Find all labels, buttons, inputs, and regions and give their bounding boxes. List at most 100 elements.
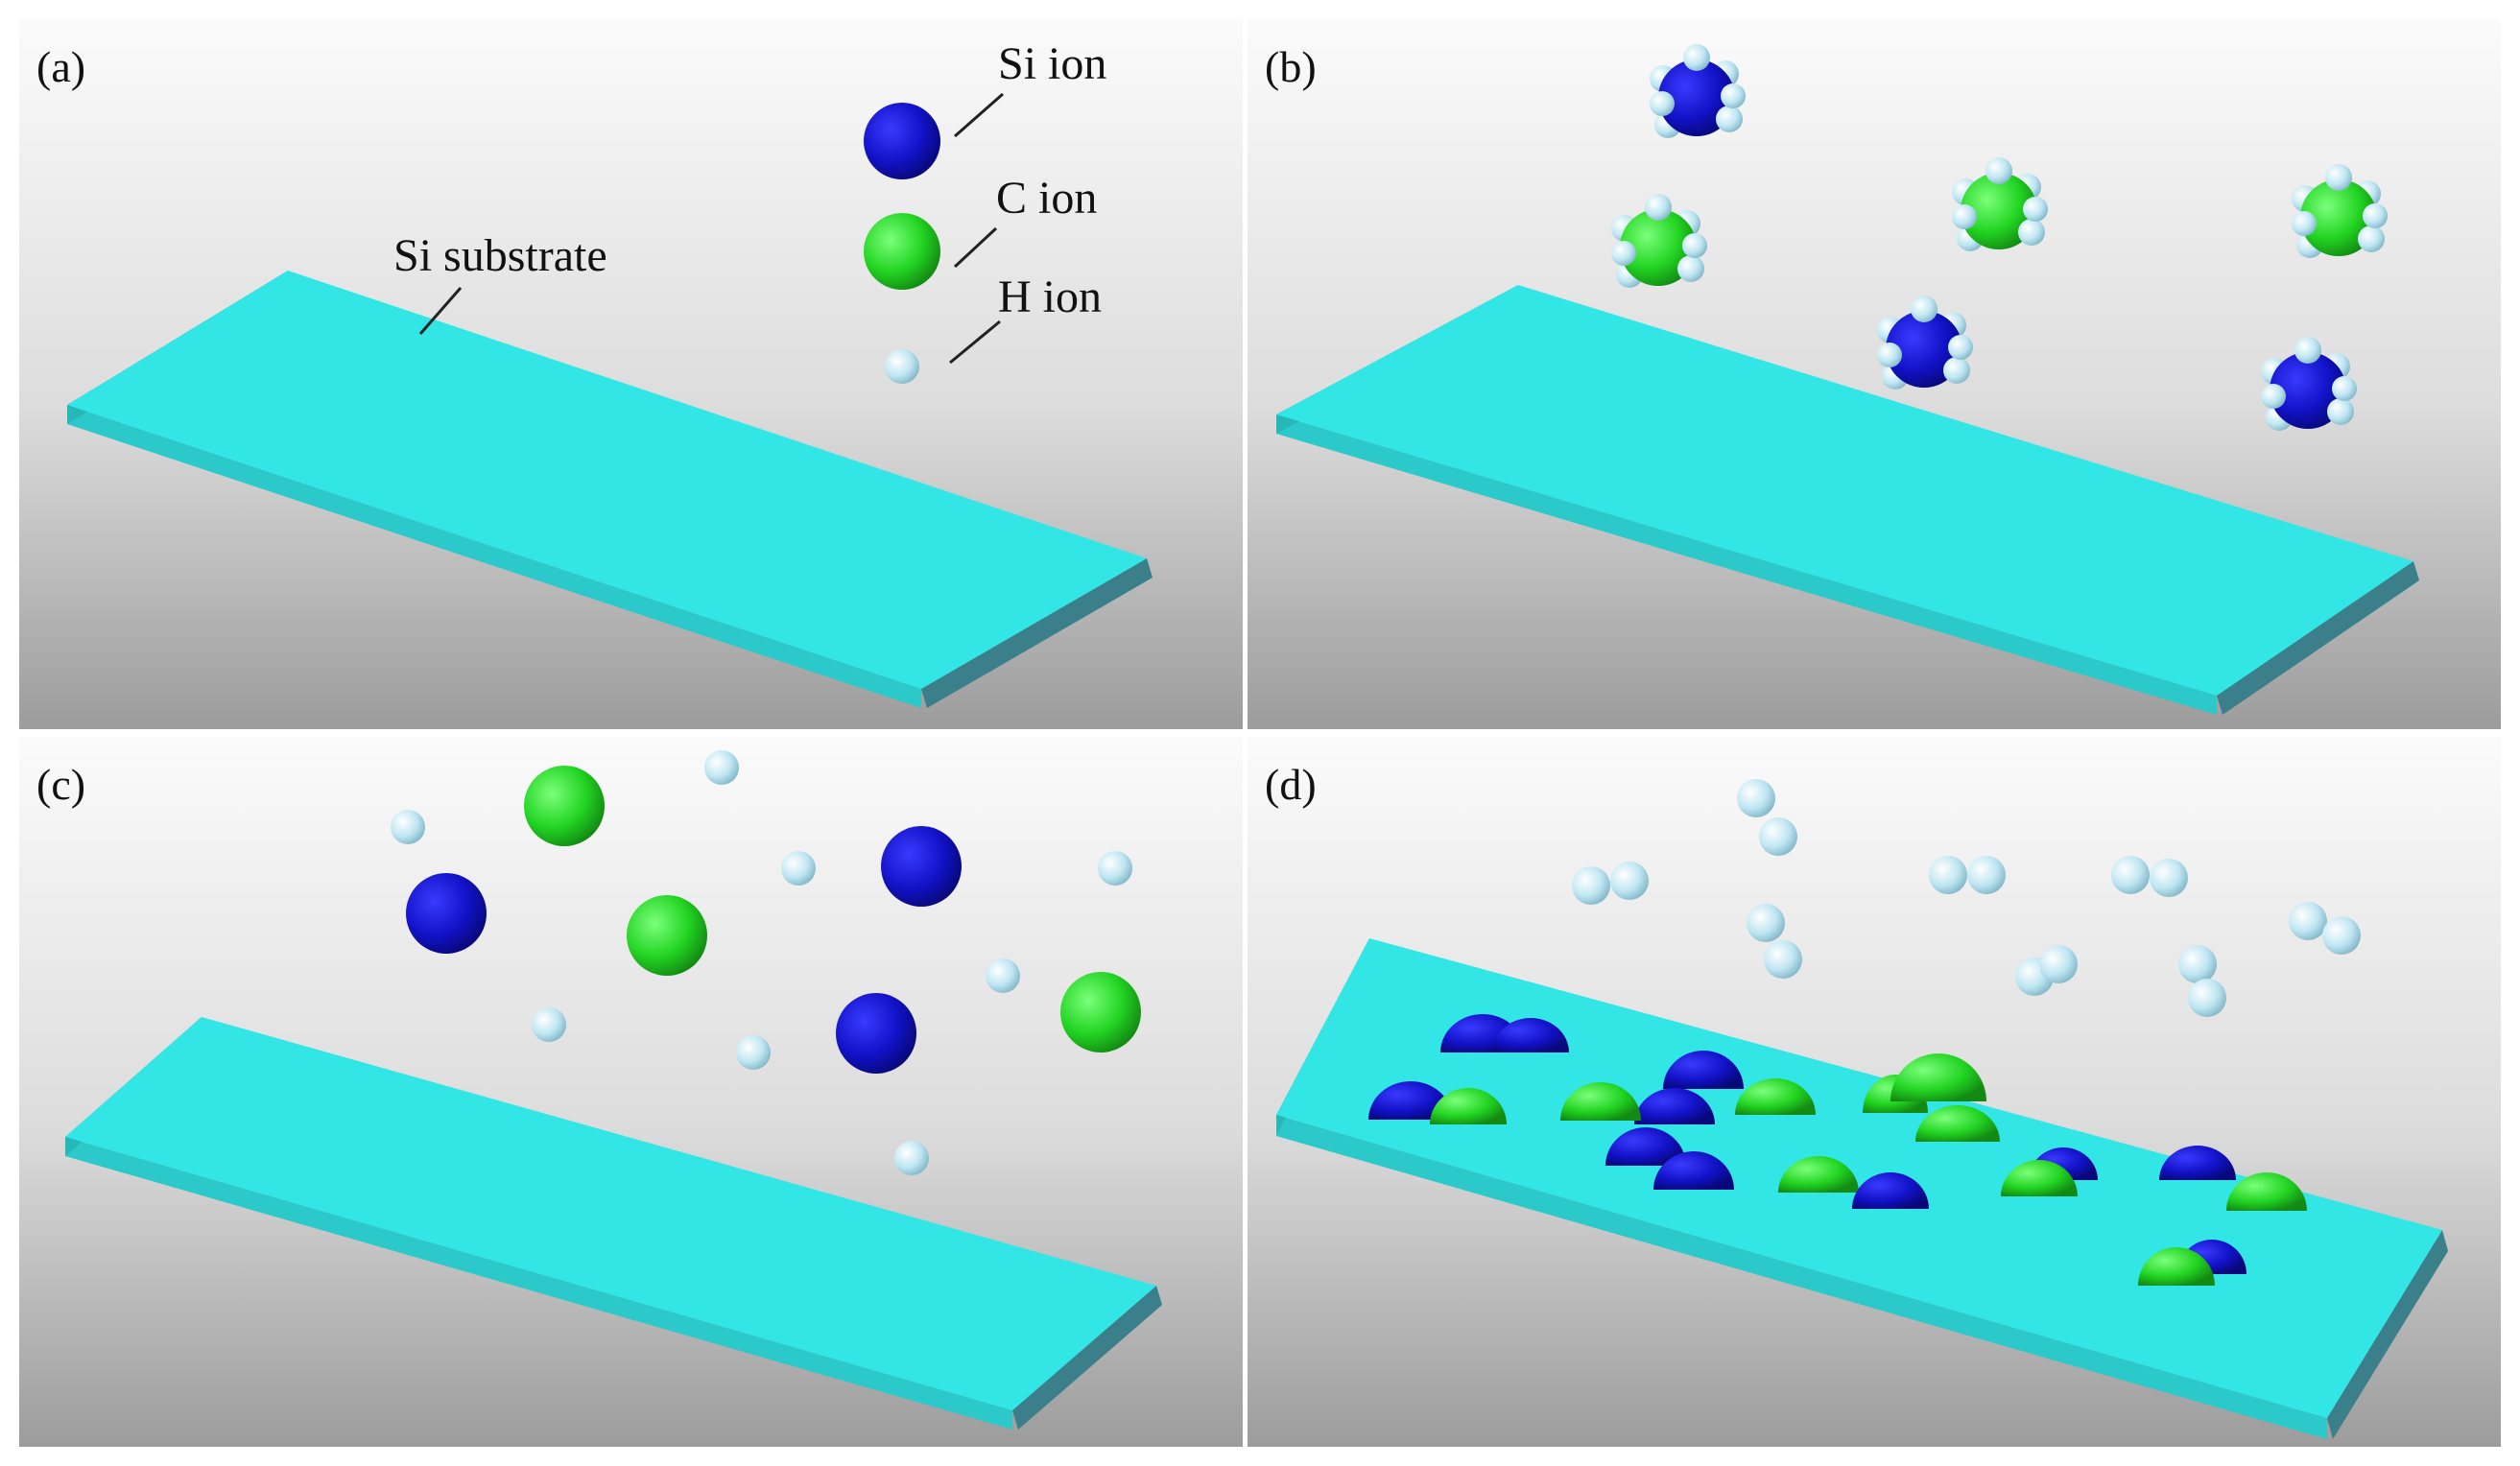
substrate-c-front-face (65, 1137, 1012, 1430)
ch4-molecule-2-h-atom-right (2023, 197, 2048, 222)
h2-molecule-4-atom-a (2111, 856, 2150, 894)
substrate-c-end-face (1012, 1286, 1162, 1430)
ch4-molecule-1-h-atom-right (1682, 233, 1707, 258)
sih4-molecule-2-h-atom-right (1948, 335, 1973, 360)
panel-c-label: (c) (36, 760, 85, 809)
substrate-annotation: Si substrate (393, 230, 607, 281)
substrate-a (67, 271, 1153, 708)
sih4-molecule-3-h-atom-front-0 (2327, 398, 2354, 425)
h2-molecule-2-atom-b (1610, 862, 1649, 900)
h2-molecule-1-atom-a (1737, 779, 1775, 817)
substrate-d (1276, 938, 2448, 1439)
substrate-a-top-face (67, 271, 1147, 689)
ch4-molecule-1-h-atom-left (1611, 241, 1636, 266)
ch4-molecule-3-h-atom-front-1 (2325, 164, 2352, 191)
ch4-molecule-3-h-atom-right (2363, 203, 2388, 228)
h2-molecule-5-atom-a (1747, 904, 1785, 942)
ch4-molecule-2-core (1961, 173, 2037, 249)
deposited-c-ion-11 (1915, 1105, 2000, 1142)
ch4-molecule-2-h-atom-front-0 (2018, 219, 2045, 246)
ch4-molecule-2-h-atom-left (1952, 204, 1977, 229)
deposited-si-ion-6 (1634, 1088, 1715, 1124)
substrate-b (1276, 285, 2419, 715)
ch4-molecule-1-h-atom-front-1 (1645, 194, 1672, 221)
legend-h-ion-leader (949, 319, 1001, 365)
substrate-b-front-face (1276, 414, 2217, 715)
free-c-ion-5 (627, 895, 707, 976)
substrate-d-top-face (1276, 938, 2442, 1418)
deposited-c-ion-21 (2138, 1247, 2215, 1286)
h2-molecule-5-atom-b (1764, 940, 1802, 979)
legend-si-ion-sphere (864, 103, 940, 179)
substrate-leader-line (418, 287, 463, 335)
sih4-molecule-2-h-atom-front-0 (1943, 357, 1970, 384)
sih4-molecule-2-h-atom-left (1877, 343, 1902, 367)
deposited-si-ion-12 (1605, 1127, 1686, 1166)
deposited-c-ion-17 (2001, 1160, 2078, 1196)
free-h-ion-8 (1098, 851, 1132, 886)
substrate-b-end-face (2217, 561, 2419, 715)
free-h-ion-14 (894, 1141, 929, 1175)
deposited-si-ion-5 (1663, 1051, 1744, 1089)
legend-h-ion-label: H ion (998, 272, 1102, 322)
ch4-molecule-3-h-atom-front-0 (2358, 225, 2385, 252)
h2-molecule-6-atom-a (2289, 902, 2327, 940)
h2-molecule-8-atom-a (2178, 945, 2217, 983)
sih4-molecule-1-h-atom-right (1721, 83, 1746, 108)
deposited-c-ion-19 (2226, 1172, 2307, 1211)
free-h-ion-9 (986, 958, 1020, 993)
sih4-molecule-2-h-atom-front-1 (1911, 296, 1938, 322)
ch4-molecule-1-core (1620, 209, 1697, 286)
legend-h-ion-sphere (885, 349, 919, 384)
sih4-molecule-3-core (2270, 352, 2346, 429)
legend-si-ion-leader (954, 92, 1004, 138)
legend-c-ion-leader (953, 226, 998, 269)
sih4-molecule-3-h-atom-front-1 (2294, 337, 2321, 364)
deposited-c-ion-4 (1430, 1088, 1507, 1124)
h2-molecule-3-atom-b (1967, 856, 2006, 894)
substrate-c (65, 1017, 1162, 1430)
free-h-ion-11 (736, 1035, 771, 1070)
substrate-d-end-face (2327, 1230, 2448, 1439)
deposited-si-ion-3 (1368, 1081, 1453, 1120)
ch4-molecule-3-core (2300, 179, 2377, 256)
h2-molecule-3-atom-a (1929, 856, 1967, 894)
free-h-ion-10 (532, 1007, 566, 1042)
panel-a-label: (a) (36, 42, 85, 91)
sih4-molecule-1-core (1658, 59, 1735, 136)
substrate-c-top-face (65, 1017, 1156, 1410)
deposited-si-ion-13 (1653, 1151, 1734, 1190)
substrate-a-end-face (921, 558, 1153, 708)
legend-c-ion-label: C ion (996, 173, 1097, 224)
free-h-ion-1 (391, 810, 425, 844)
free-c-ion-2 (524, 766, 605, 846)
sih4-molecule-1-h-atom-front-1 (1683, 44, 1710, 71)
sih4-molecule-1-h-atom-left (1650, 91, 1675, 116)
free-si-ion-7 (881, 826, 962, 907)
legend-si-ion-label: Si ion (998, 38, 1106, 89)
sih4-molecule-1-h-atom-front-0 (1716, 106, 1743, 132)
sih4-molecule-2-core (1886, 311, 1962, 388)
deposited-c-ion-7 (1560, 1082, 1641, 1121)
h2-molecule-8-atom-b (2188, 979, 2226, 1017)
panel-d-label: (d) (1265, 760, 1317, 809)
deposited-si-ion-18 (2159, 1146, 2236, 1180)
substrate-d-front-face (1276, 1115, 2327, 1439)
h2-molecule-7-atom-b (2039, 945, 2078, 983)
h2-molecule-1-atom-b (1759, 817, 1797, 856)
ch4-molecule-1-h-atom-front-0 (1677, 255, 1704, 282)
sih4-molecule-3-h-atom-left (2261, 384, 2286, 409)
deposited-si-ion-15 (1852, 1172, 1929, 1209)
h2-molecule-6-atom-b (2322, 916, 2361, 955)
free-h-ion-6 (781, 851, 816, 886)
ch4-molecule-3-h-atom-left (2292, 211, 2317, 236)
deposited-c-ion-14 (1778, 1156, 1859, 1193)
substrate-b-top-face (1276, 285, 2413, 696)
deposited-c-ion-8 (1735, 1078, 1816, 1115)
deposited-si-ion-2 (1492, 1018, 1569, 1052)
free-si-ion-12 (836, 993, 916, 1074)
ch4-molecule-2-h-atom-front-1 (1985, 157, 2012, 184)
sih4-molecule-3-h-atom-right (2332, 376, 2357, 401)
h2-molecule-4-atom-b (2150, 859, 2188, 897)
